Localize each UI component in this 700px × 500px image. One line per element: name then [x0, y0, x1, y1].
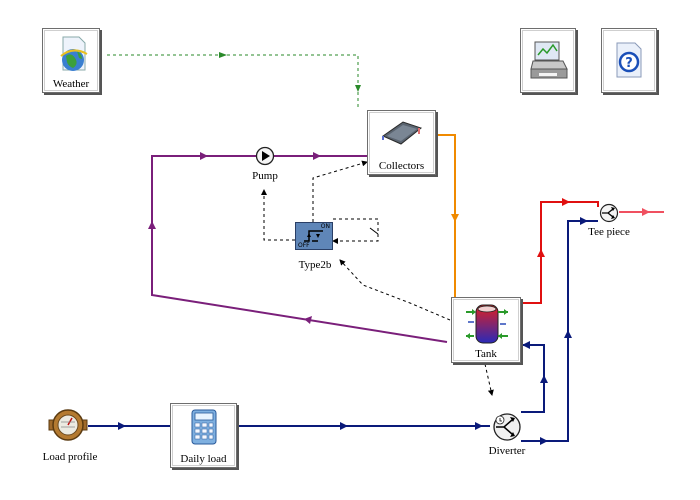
- diverter-icon: [493, 413, 521, 441]
- tee-piece-icon: [599, 203, 619, 223]
- tee-piece-label: Tee piece: [588, 226, 630, 238]
- controller-off-text: OFF: [298, 242, 310, 249]
- weather-label: Weather: [52, 78, 90, 90]
- pump-label: Pump: [252, 170, 278, 182]
- load-profile-meter-icon: [48, 409, 88, 441]
- tank-label: Tank: [475, 348, 497, 360]
- diverter-component[interactable]: Diverter: [478, 412, 536, 460]
- link-tee-out[interactable]: [619, 208, 664, 216]
- daily-load-label: Daily load: [180, 453, 227, 465]
- pump-icon: [255, 146, 275, 166]
- solar-collector-icon: [381, 121, 423, 145]
- pump-component[interactable]: Pump: [248, 144, 282, 186]
- on-off-controller-icon: ON OFF: [295, 222, 333, 250]
- link-control-signals[interactable]: [261, 160, 494, 396]
- daily-load-component[interactable]: Daily load: [170, 403, 237, 468]
- collectors-label: Collectors: [378, 160, 425, 172]
- help-component[interactable]: ?: [601, 28, 657, 93]
- link-collectors-tank[interactable]: [436, 134, 459, 297]
- collectors-component[interactable]: Collectors: [367, 110, 436, 175]
- tee-piece-component[interactable]: Tee piece: [580, 201, 638, 241]
- type2b-label: Type2b: [298, 259, 332, 271]
- load-profile-label: Load profile: [42, 451, 98, 463]
- weather-globe-icon: [60, 36, 88, 71]
- link-tank-tee[interactable]: [521, 198, 599, 304]
- svg-text:?: ?: [625, 56, 633, 71]
- type2b-component[interactable]: ON OFF Type2b: [287, 222, 343, 274]
- storage-tank-icon: [466, 304, 508, 344]
- link-cold-water[interactable]: [88, 217, 598, 445]
- tank-component[interactable]: Tank: [451, 297, 521, 363]
- controller-on-text: ON: [320, 223, 330, 230]
- link-weather-collectors[interactable]: [107, 52, 361, 108]
- weather-component[interactable]: Weather: [42, 28, 100, 93]
- help-question-icon: ?: [616, 42, 642, 78]
- diverter-label: Diverter: [488, 445, 526, 457]
- calculator-icon: [191, 409, 217, 445]
- online-plotter-printer-icon: [530, 41, 568, 79]
- printer-component[interactable]: [520, 28, 576, 93]
- load-profile-component[interactable]: Load profile: [30, 406, 110, 464]
